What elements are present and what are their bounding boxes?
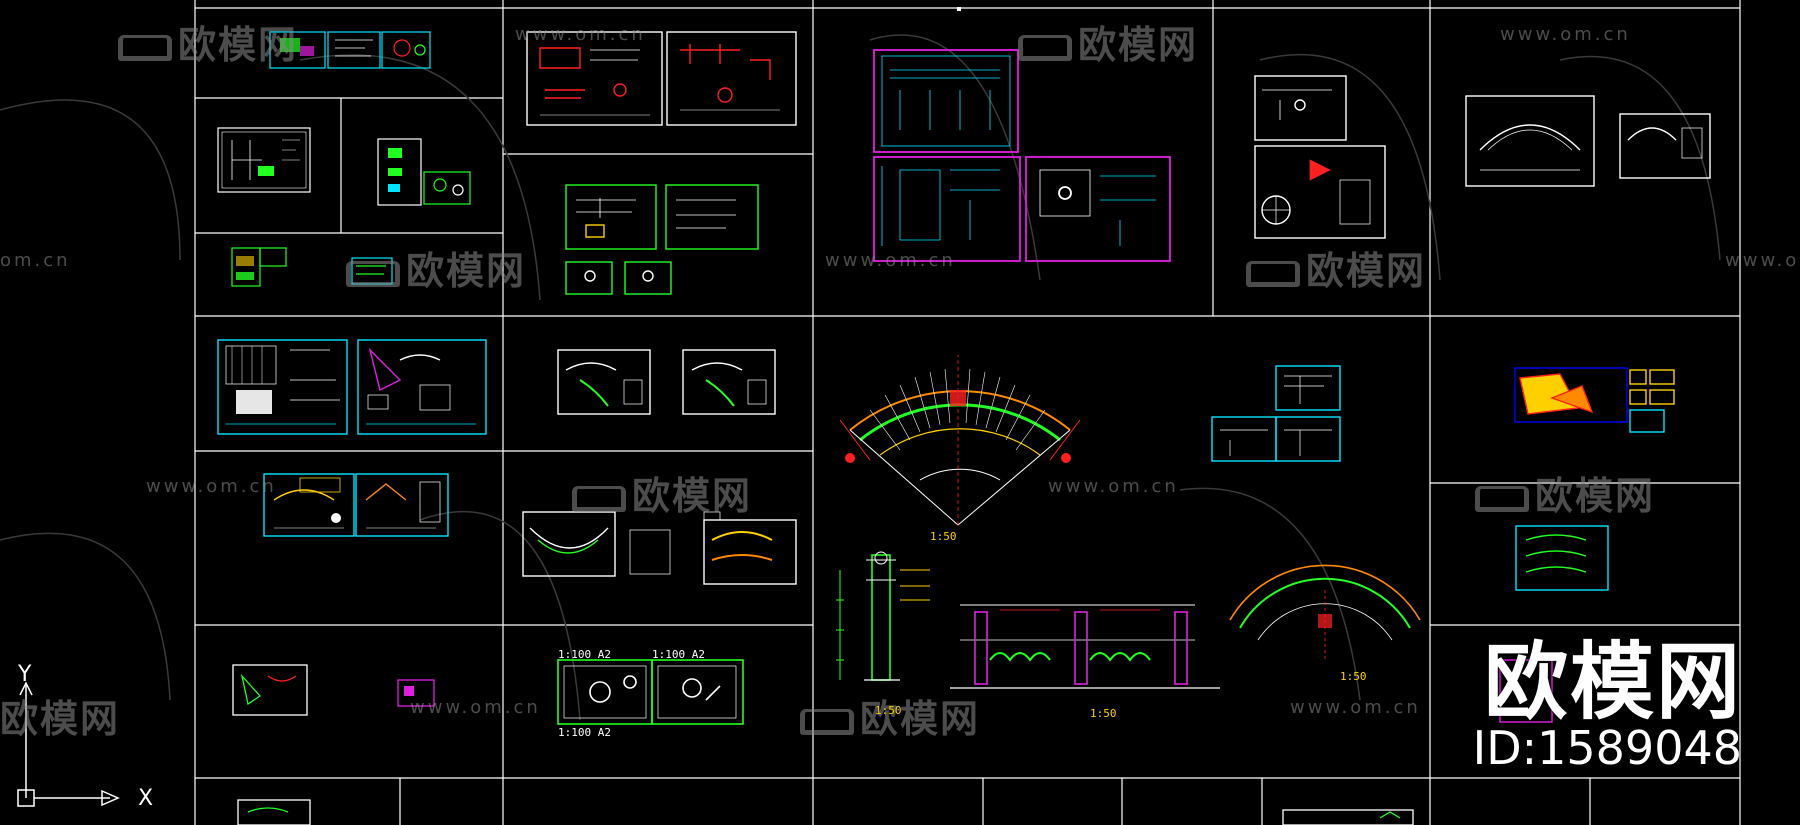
sheet-group-a5[interactable] <box>263 473 449 537</box>
scale-label: 1:50 <box>930 530 957 543</box>
bottom-strip-sheets[interactable] <box>1282 809 1414 825</box>
pergola-elevation[interactable] <box>950 604 1220 689</box>
scale-label: 1:50 <box>1090 707 1117 720</box>
sheet-group-c1[interactable] <box>873 49 1171 262</box>
grip-marker[interactable] <box>957 7 961 11</box>
pergola-section[interactable] <box>836 551 930 681</box>
sheet-group-d2[interactable] <box>1499 367 1675 723</box>
sheet-group-b3[interactable] <box>557 349 776 415</box>
sheet-group-b5[interactable] <box>557 659 744 725</box>
sheet-group-b2[interactable] <box>565 184 759 295</box>
scale-label: 1:50 <box>1340 670 1367 683</box>
sheet-group-a3[interactable] <box>231 247 393 287</box>
pergola-rafters <box>869 368 1046 451</box>
ucs-x-label: X <box>138 786 154 811</box>
pergola-small-plan[interactable] <box>1229 564 1421 660</box>
layout-grid <box>194 0 1741 825</box>
pergola-plan-drawing[interactable] <box>839 355 1081 526</box>
sheet-group-a2[interactable] <box>217 127 471 206</box>
sheet-group-c3[interactable] <box>1211 365 1341 462</box>
sheet-scale-label: 1:100 A2 <box>652 648 705 661</box>
ucs-y-label: Y <box>18 662 32 687</box>
scale-label: 1:50 <box>875 704 902 717</box>
sheet-scale-label: 1:100 A2 <box>558 648 611 661</box>
sheet-group-a4[interactable] <box>217 339 487 435</box>
sheet-group-d1[interactable] <box>1465 95 1711 187</box>
sheet-group-b4[interactable] <box>522 511 797 585</box>
brand-logo: 欧模网 <box>1483 633 1742 731</box>
model-id-label: ID:1589048 <box>1472 721 1742 775</box>
ucs-icon <box>17 681 120 807</box>
sheet-group-a1[interactable] <box>269 31 431 69</box>
watermark-arcs <box>0 34 1721 721</box>
sheet-scale-label: 1:100 A2 <box>558 726 611 739</box>
sheet-group-b1[interactable] <box>526 31 797 126</box>
sheet-group-a6[interactable] <box>232 664 435 825</box>
sheet-group-c2[interactable] <box>1254 75 1386 239</box>
